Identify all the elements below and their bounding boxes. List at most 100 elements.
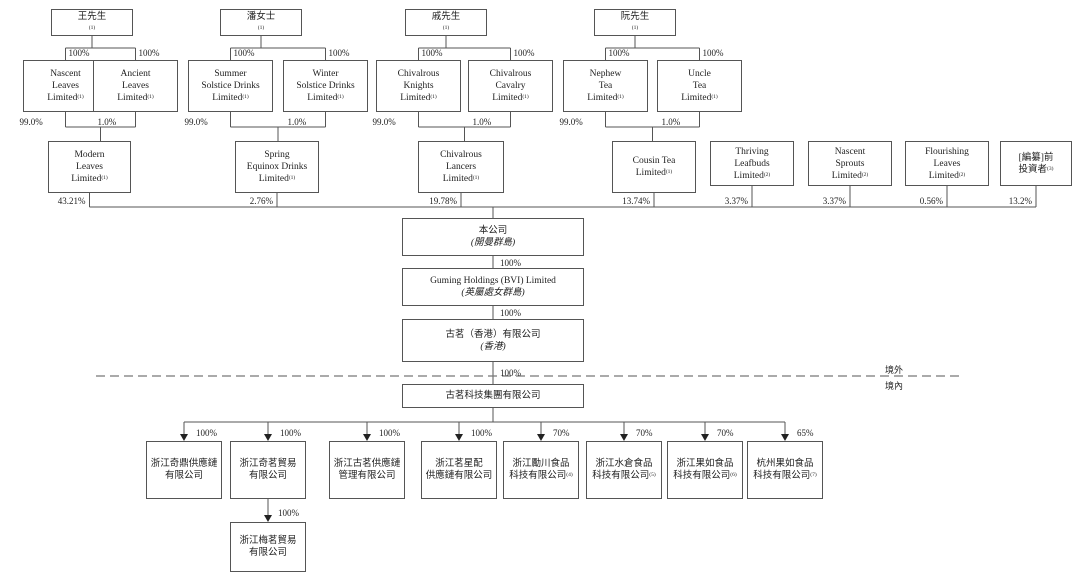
direct-shareholder-box-footnote: (2) (861, 171, 869, 178)
subsidiary-box: 浙江奇鼎供應鏈有限公司 (146, 441, 222, 499)
subsidiary-box-line: 科技有限公司(7) (753, 471, 817, 481)
holdco-box-line: Limited(1) (681, 93, 718, 103)
subsidiary-box-line: 杭州果如食品 (756, 459, 814, 469)
arrow-head (180, 434, 188, 441)
shareholder-ownership-pct: 13.2% (1008, 196, 1032, 206)
subsidiary-box: 杭州果如食品科技有限公司(7) (747, 441, 823, 499)
subsidiary-ownership-pct: 70% (717, 428, 734, 438)
holdco-box-footnote: (1) (617, 94, 624, 100)
shareholder-person-box: 阮先生(1) (594, 9, 676, 36)
holdco-box-line: Limited(1) (212, 93, 249, 103)
subsidiary-box-line: 科技有限公司(6) (673, 471, 737, 481)
person-footnote: (1) (442, 24, 450, 31)
holdco-box-line: Limited(1) (47, 93, 84, 103)
shareholder-person-box: 潘女士(1) (220, 9, 302, 36)
arrow-head (363, 434, 371, 441)
subsidiary-box-line: 浙江古茗供應鏈 (333, 459, 401, 469)
subsidiary-ownership-pct: 100% (379, 428, 400, 438)
direct-shareholder-box-line: Limited(2) (733, 170, 771, 181)
holdco-ownership-pct: 100% (233, 48, 255, 58)
entity-jurisdiction: (英屬處女群島) (461, 288, 525, 298)
subsidiary-ownership-pct: 100% (196, 428, 217, 438)
direct-shareholder-box: [編纂]前投資者(3) (1000, 141, 1072, 186)
subsidiary-box: 浙江水倉食品科技有限公司(5) (586, 441, 662, 499)
subsidiary-box: 浙江勵川食品科技有限公司(4) (503, 441, 579, 499)
shareholder-ownership-pct: 0.56% (919, 196, 943, 206)
person-name: 戚先生 (431, 11, 461, 22)
entity-name: 本公司 (478, 226, 508, 236)
subsidiary-box-line: 有限公司 (164, 471, 203, 481)
direct-shareholder-box-line: Limited(1) (635, 168, 673, 178)
direct-shareholder-box-line: Flourishing (925, 146, 969, 157)
direct-shareholder-box-footnote: (2) (958, 171, 966, 178)
holdco-box-line: Chivalrous (397, 69, 440, 79)
shareholder-ownership-pct: 2.76% (249, 196, 273, 206)
subsidiary-ownership-pct: 100% (471, 428, 492, 438)
subsidiary-ownership-pct: 70% (553, 428, 570, 438)
holdco-box-footnote: (1) (430, 94, 437, 100)
subsidiary-box-line: 管理有限公司 (338, 471, 396, 481)
holdco-ownership-pct: 100% (608, 48, 630, 58)
holdco-box-line: Limited(1) (117, 93, 154, 103)
group-entity-box: 古茗（香港）有限公司(香港) (402, 319, 584, 362)
subsidiary-box-line: 有限公司 (248, 471, 287, 481)
direct-shareholder-box-line: Modern (74, 150, 105, 160)
arrow-head (781, 434, 789, 441)
sub-subsidiary-box-line: 有限公司 (248, 548, 287, 558)
subsidiary-box-line: 浙江水倉食品 (595, 459, 653, 469)
holdco-left-pct: 99.0% (559, 117, 583, 127)
direct-shareholder-box-footnote: (2) (763, 171, 771, 178)
direct-shareholder-box-line: Limited(2) (831, 170, 869, 181)
holdco-ownership-pct: 100% (513, 48, 535, 58)
group-entity-box: 古茗科技集團有限公司 (402, 384, 584, 408)
holdco-box-footnote: (1) (147, 94, 154, 100)
subsidiary-box-line: 浙江勵川食品 (512, 459, 570, 469)
chain-ownership-pct: 100% (500, 258, 521, 268)
subsidiary-box: 浙江果如食品科技有限公司(6) (667, 441, 743, 499)
sub-subsidiary-box-line: 浙江梅茗貿易 (239, 536, 297, 546)
holdco-ownership-pct: 100% (328, 48, 350, 58)
holdco-box-line: Limited(1) (307, 93, 344, 103)
shareholder-ownership-pct: 19.78% (429, 196, 457, 206)
subsidiary-box-line: 浙江奇茗貿易 (239, 459, 297, 469)
person-name: 潘女士 (246, 11, 276, 22)
subsidiary-box-footnote: (6) (730, 472, 737, 478)
subsidiary-box-line: 浙江奇鼎供應鏈 (150, 459, 218, 469)
subsidiary-box-line: 供應鏈有限公司 (425, 471, 493, 481)
holdco-ownership-pct: 100% (702, 48, 724, 58)
holdco-right-pct: 1.0% (287, 117, 307, 127)
person-footnote: (1) (631, 24, 639, 31)
holdco-right-pct: 1.0% (661, 117, 681, 127)
direct-shareholder-box-line: Thriving (735, 146, 769, 157)
direct-shareholder-box-line: Nascent (834, 146, 866, 157)
subsidiary-ownership-pct: 100% (280, 428, 301, 438)
direct-shareholder-box-line: Leafbuds (734, 158, 770, 169)
subsidiary-box: 浙江奇茗貿易有限公司 (230, 441, 306, 499)
direct-shareholder-box-line: 投資者(3) (1018, 164, 1054, 175)
holdco-box-footnote: (1) (242, 94, 249, 100)
holdco-ownership-pct: 100% (421, 48, 443, 58)
holdco-box-footnote: (1) (522, 94, 529, 100)
arrow-head (264, 515, 272, 522)
holdco-box-line: Uncle (688, 69, 711, 79)
arrow-head (264, 434, 272, 441)
holdco-right-pct: 1.0% (472, 117, 492, 127)
holdco-box-line: Tea (692, 81, 707, 91)
subsidiary-box-footnote: (5) (649, 472, 656, 478)
holdco-box-line: Ancient (120, 69, 151, 79)
direct-shareholder-box-line: Equinox Drinks (246, 162, 308, 172)
entity-name: 古茗（香港）有限公司 (445, 329, 541, 340)
holdco-box-line: Knights (403, 81, 434, 91)
arrow-head (620, 434, 628, 441)
shareholder-person-box: 戚先生 (1) (405, 9, 487, 36)
